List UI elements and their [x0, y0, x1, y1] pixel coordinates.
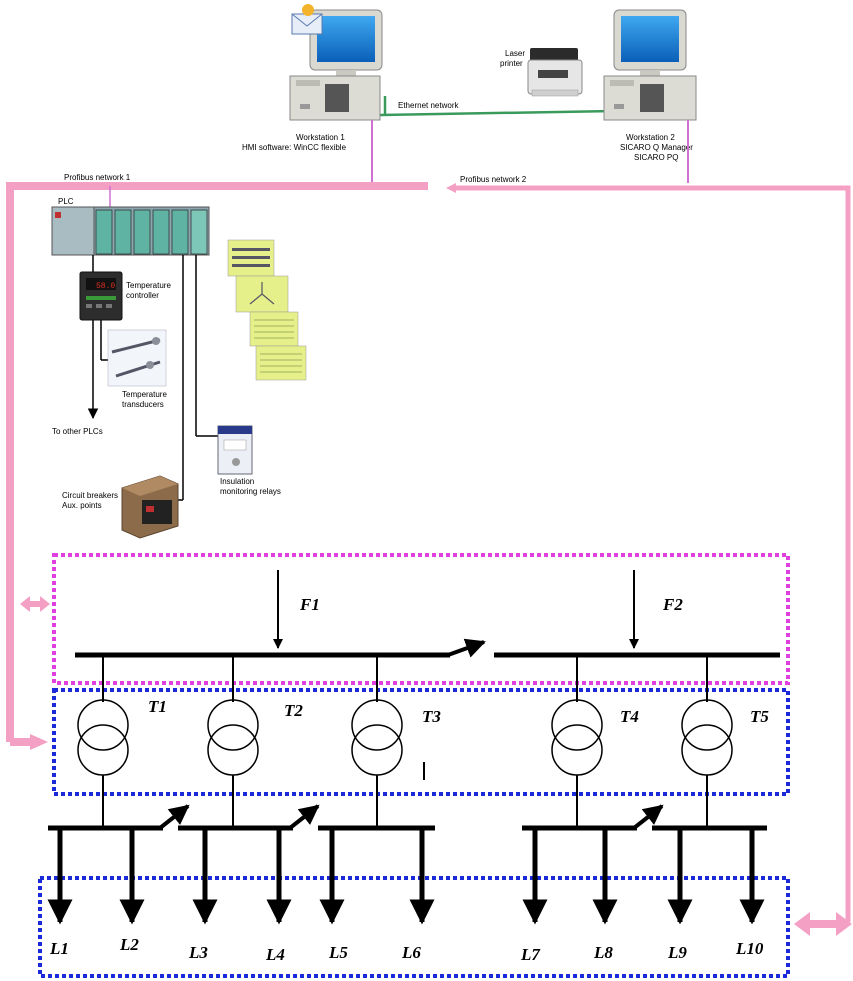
feeder-label-1: F1: [299, 595, 320, 614]
ws2-software-2: SICARO PQ: [634, 153, 678, 162]
transformer-1: T1: [77, 655, 167, 828]
relays-label-2: monitoring relays: [220, 487, 281, 496]
transformer-4: T4: [551, 655, 639, 828]
controller-icon: 58.0: [79, 271, 123, 321]
plc-label: PLC: [58, 197, 74, 206]
screen-thumbnails: [227, 239, 307, 381]
transformer-box: [52, 688, 790, 796]
screen-thumbnail-icon: [235, 275, 289, 313]
temperature-controller: 58.0 Temperature controller: [79, 271, 171, 321]
load-labels: L1 L2 L3 L4 L5 L6 L7 L8 L9 L10: [49, 935, 764, 964]
ws2-software-1: SICARO Q Manager: [620, 143, 693, 152]
ws2-title: Workstation 2: [626, 133, 675, 142]
workstation-1: Workstation 1 HMI software: WinCC flexib…: [242, 4, 383, 152]
transformer-3: T3: [351, 655, 441, 828]
load-label-5: L5: [328, 943, 348, 962]
workstation-2: Workstation 2 SICARO Q Manager SICARO PQ: [603, 9, 697, 162]
temp-controller-label-1: Temperature: [126, 281, 171, 290]
load-label-8: L8: [593, 943, 613, 962]
load-label-6: L6: [401, 943, 421, 962]
circuit-breakers: Circuit breakers Aux. points: [62, 475, 179, 539]
load-box: [38, 876, 790, 978]
temperature-transducers: Temperature transducers: [107, 329, 167, 409]
tie-switch-2: [288, 804, 320, 830]
screen-thumbnail-icon: [255, 345, 307, 381]
transducer-icon: [107, 329, 167, 387]
relays-label-1: Insulation: [220, 477, 254, 486]
ethernet-network: Ethernet network: [379, 96, 616, 117]
plc-icon: [51, 206, 210, 256]
ws1-title: Workstation 1: [296, 133, 345, 142]
temp-controller-label-2: controller: [126, 291, 159, 300]
bus-tie-switch: [447, 638, 486, 658]
ws1-software: HMI software: WinCC flexible: [242, 143, 347, 152]
workstation-links: [371, 120, 689, 183]
profibus1-label: Profibus network 1: [64, 173, 131, 182]
screen-thumbnail-icon: [249, 311, 299, 347]
transformer-2: T2: [207, 655, 303, 828]
transformer-5: T5: [681, 655, 769, 828]
profibus-network-1: Profibus network 1: [6, 173, 428, 750]
feeder-box: [52, 553, 790, 685]
mail-icon: [291, 4, 323, 35]
transformer-label-2: T2: [284, 701, 303, 720]
relay-icon: [217, 425, 253, 475]
profibus-network-2: Profibus network 2: [446, 175, 852, 936]
printer-label-2: printer: [500, 59, 523, 68]
plc: PLC: [51, 197, 210, 256]
computer-icon: [603, 9, 697, 121]
tie-switch-1: [158, 804, 190, 830]
breaker-icon: [121, 475, 179, 539]
transformer-label-5: T5: [750, 707, 769, 726]
laser-printer: Laser printer: [500, 48, 583, 97]
load-label-2: L2: [119, 935, 139, 954]
transformer-label-3: T3: [422, 707, 441, 726]
transducers-label-1: Temperature: [122, 390, 167, 399]
load-label-3: L3: [188, 943, 208, 962]
cb-label-2: Aux. points: [62, 501, 102, 510]
load-label-10: L10: [735, 939, 764, 958]
load-label-4: L4: [265, 945, 285, 964]
load-label-9: L9: [667, 943, 687, 962]
load-label-7: L7: [520, 945, 541, 964]
feeder-label-2: F2: [662, 595, 683, 614]
printer-icon: [527, 48, 583, 97]
controller-display: 58.0: [96, 282, 115, 291]
transformer-label-4: T4: [620, 707, 639, 726]
profibus2-label: Profibus network 2: [460, 175, 527, 184]
tie-switch-3: [632, 804, 664, 830]
cb-label-1: Circuit breakers: [62, 491, 118, 500]
insulation-monitoring-relays: Insulation monitoring relays: [217, 425, 281, 496]
ethernet-label: Ethernet network: [398, 101, 459, 110]
to-other-plcs-label: To other PLCs: [52, 427, 103, 436]
load-label-1: L1: [49, 939, 69, 958]
printer-label-1: Laser: [505, 49, 525, 58]
load-arrows: [47, 828, 765, 925]
transformer-label-1: T1: [148, 697, 167, 716]
computer-icon: [289, 9, 383, 121]
screen-thumbnail-icon: [227, 239, 275, 277]
transducers-label-2: transducers: [122, 400, 164, 409]
